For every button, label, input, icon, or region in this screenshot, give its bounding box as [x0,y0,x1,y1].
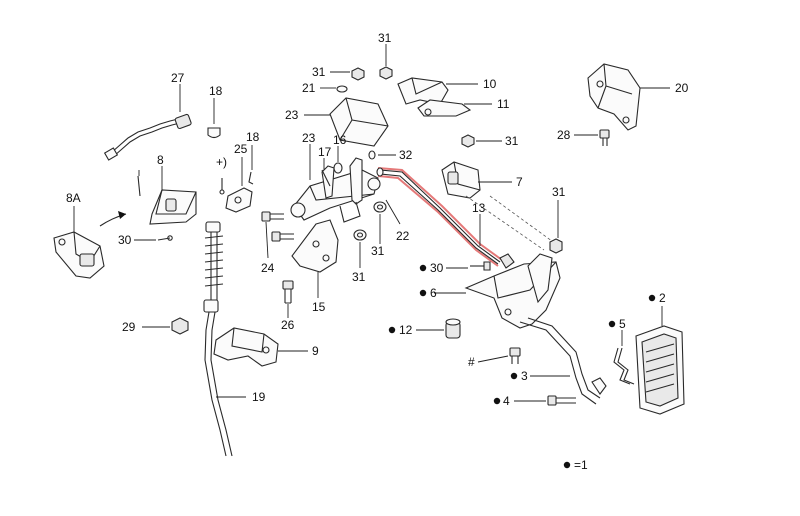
part-2-pedal-pad [635,325,685,415]
part-30-screw-left [157,235,173,241]
label-10: 10 [483,77,497,91]
label-23a: 23 [285,108,299,122]
label-8: 8 [157,153,164,167]
label-31d: 31 [352,270,366,284]
part-8-bracket [149,189,197,225]
part-21-washer [336,85,348,93]
part-26-bolt [282,280,294,304]
label-29: 29 [122,320,136,334]
label-8a: 8A [66,191,81,205]
label-22: 22 [396,229,410,243]
part-9-bracket [213,327,279,367]
label-25: 25 [234,142,248,156]
bullet-12 [388,326,396,334]
part-30-screw-right [470,261,491,271]
part-3-pedal-arm [519,317,607,405]
part-31-nut-a [351,67,365,81]
part-7-bracket [441,161,481,199]
label-19: 19 [252,390,266,404]
part-plus-screw [219,178,225,195]
guide-dash-2 [489,195,557,245]
part-4-bolt [547,395,576,406]
label-15: 15 [312,300,326,314]
part-33-screw [137,175,141,197]
arrow-head-8a [118,211,126,219]
part-29-nut [171,317,189,335]
label-16: 16 [333,133,347,147]
part-8a-switch-bracket [53,231,105,279]
label-hash: # [468,355,475,369]
bullet-30b [419,264,427,272]
label-30b: 30 [430,261,444,275]
part-19-cable [203,221,233,457]
leader-hash [477,355,509,363]
label-13: 13 [472,201,486,215]
leader-22 [385,199,401,225]
label-31f: 31 [552,185,566,199]
label-12: 12 [399,323,413,337]
part-24-bolts [261,211,294,242]
part-12-bushing [445,318,461,339]
label-28: 28 [557,128,571,142]
legend-bullet [563,461,571,469]
label-31a: 31 [312,65,326,79]
part-23-cover [329,97,389,147]
label-31c: 31 [371,244,385,258]
part-28-bolt [599,129,610,146]
part-18-clip [248,171,254,185]
part-13-rod [376,167,515,269]
guide-dash-1 [465,195,545,251]
part-31-washer-d [353,229,367,241]
label-23b: 23 [302,131,316,145]
part-31-washer-c [373,201,387,213]
label-32: 32 [399,148,413,162]
bullet-6 [419,289,427,297]
label-17: 17 [318,145,332,159]
label-6: 6 [430,286,437,300]
label-26: 26 [281,318,295,332]
label-30a: 30 [118,233,132,247]
part-31-nut-f [549,238,563,254]
part-25-bracket [225,187,253,213]
label-31e: 31 [505,134,519,148]
part-6-bracket [464,253,561,329]
part-10-bracket [397,77,449,105]
part-20-bracket [587,63,641,131]
bullet-5 [608,320,616,328]
part-31-screw-e [461,134,475,148]
part-11-bracket [417,99,472,117]
leader-24 [265,221,269,259]
part-32-clip [368,150,376,160]
label-5: 5 [619,317,626,331]
part-16-ring [333,162,343,174]
label-2: 2 [659,291,666,305]
part-hash-bolt [509,347,521,364]
label-7: 7 [516,175,523,189]
label-11: 11 [497,97,510,111]
bullet-2 [648,294,656,302]
label-3: 3 [521,369,528,383]
label-4: 4 [503,394,510,408]
legend-text: =1 [574,458,588,472]
label-9: 9 [312,344,319,358]
part-17-pin [321,169,331,187]
bullet-3 [510,372,518,380]
part-5-spring-clip [613,347,635,385]
label-27: 27 [171,71,185,85]
label-31b: 31 [378,31,392,45]
part-18-plug [207,127,221,139]
part-27-sensor-cable [103,113,192,161]
label-20: 20 [675,81,689,95]
label-18a: 18 [209,84,223,98]
label-plus: +) [216,155,227,169]
part-pedal-shaft-assembly [290,157,381,273]
legend: =1 [563,458,588,472]
bullet-4 [493,397,501,405]
label-24: 24 [261,261,275,275]
label-18b: 18 [246,130,260,144]
label-21: 21 [302,81,316,95]
part-31-nut-b [379,66,393,80]
